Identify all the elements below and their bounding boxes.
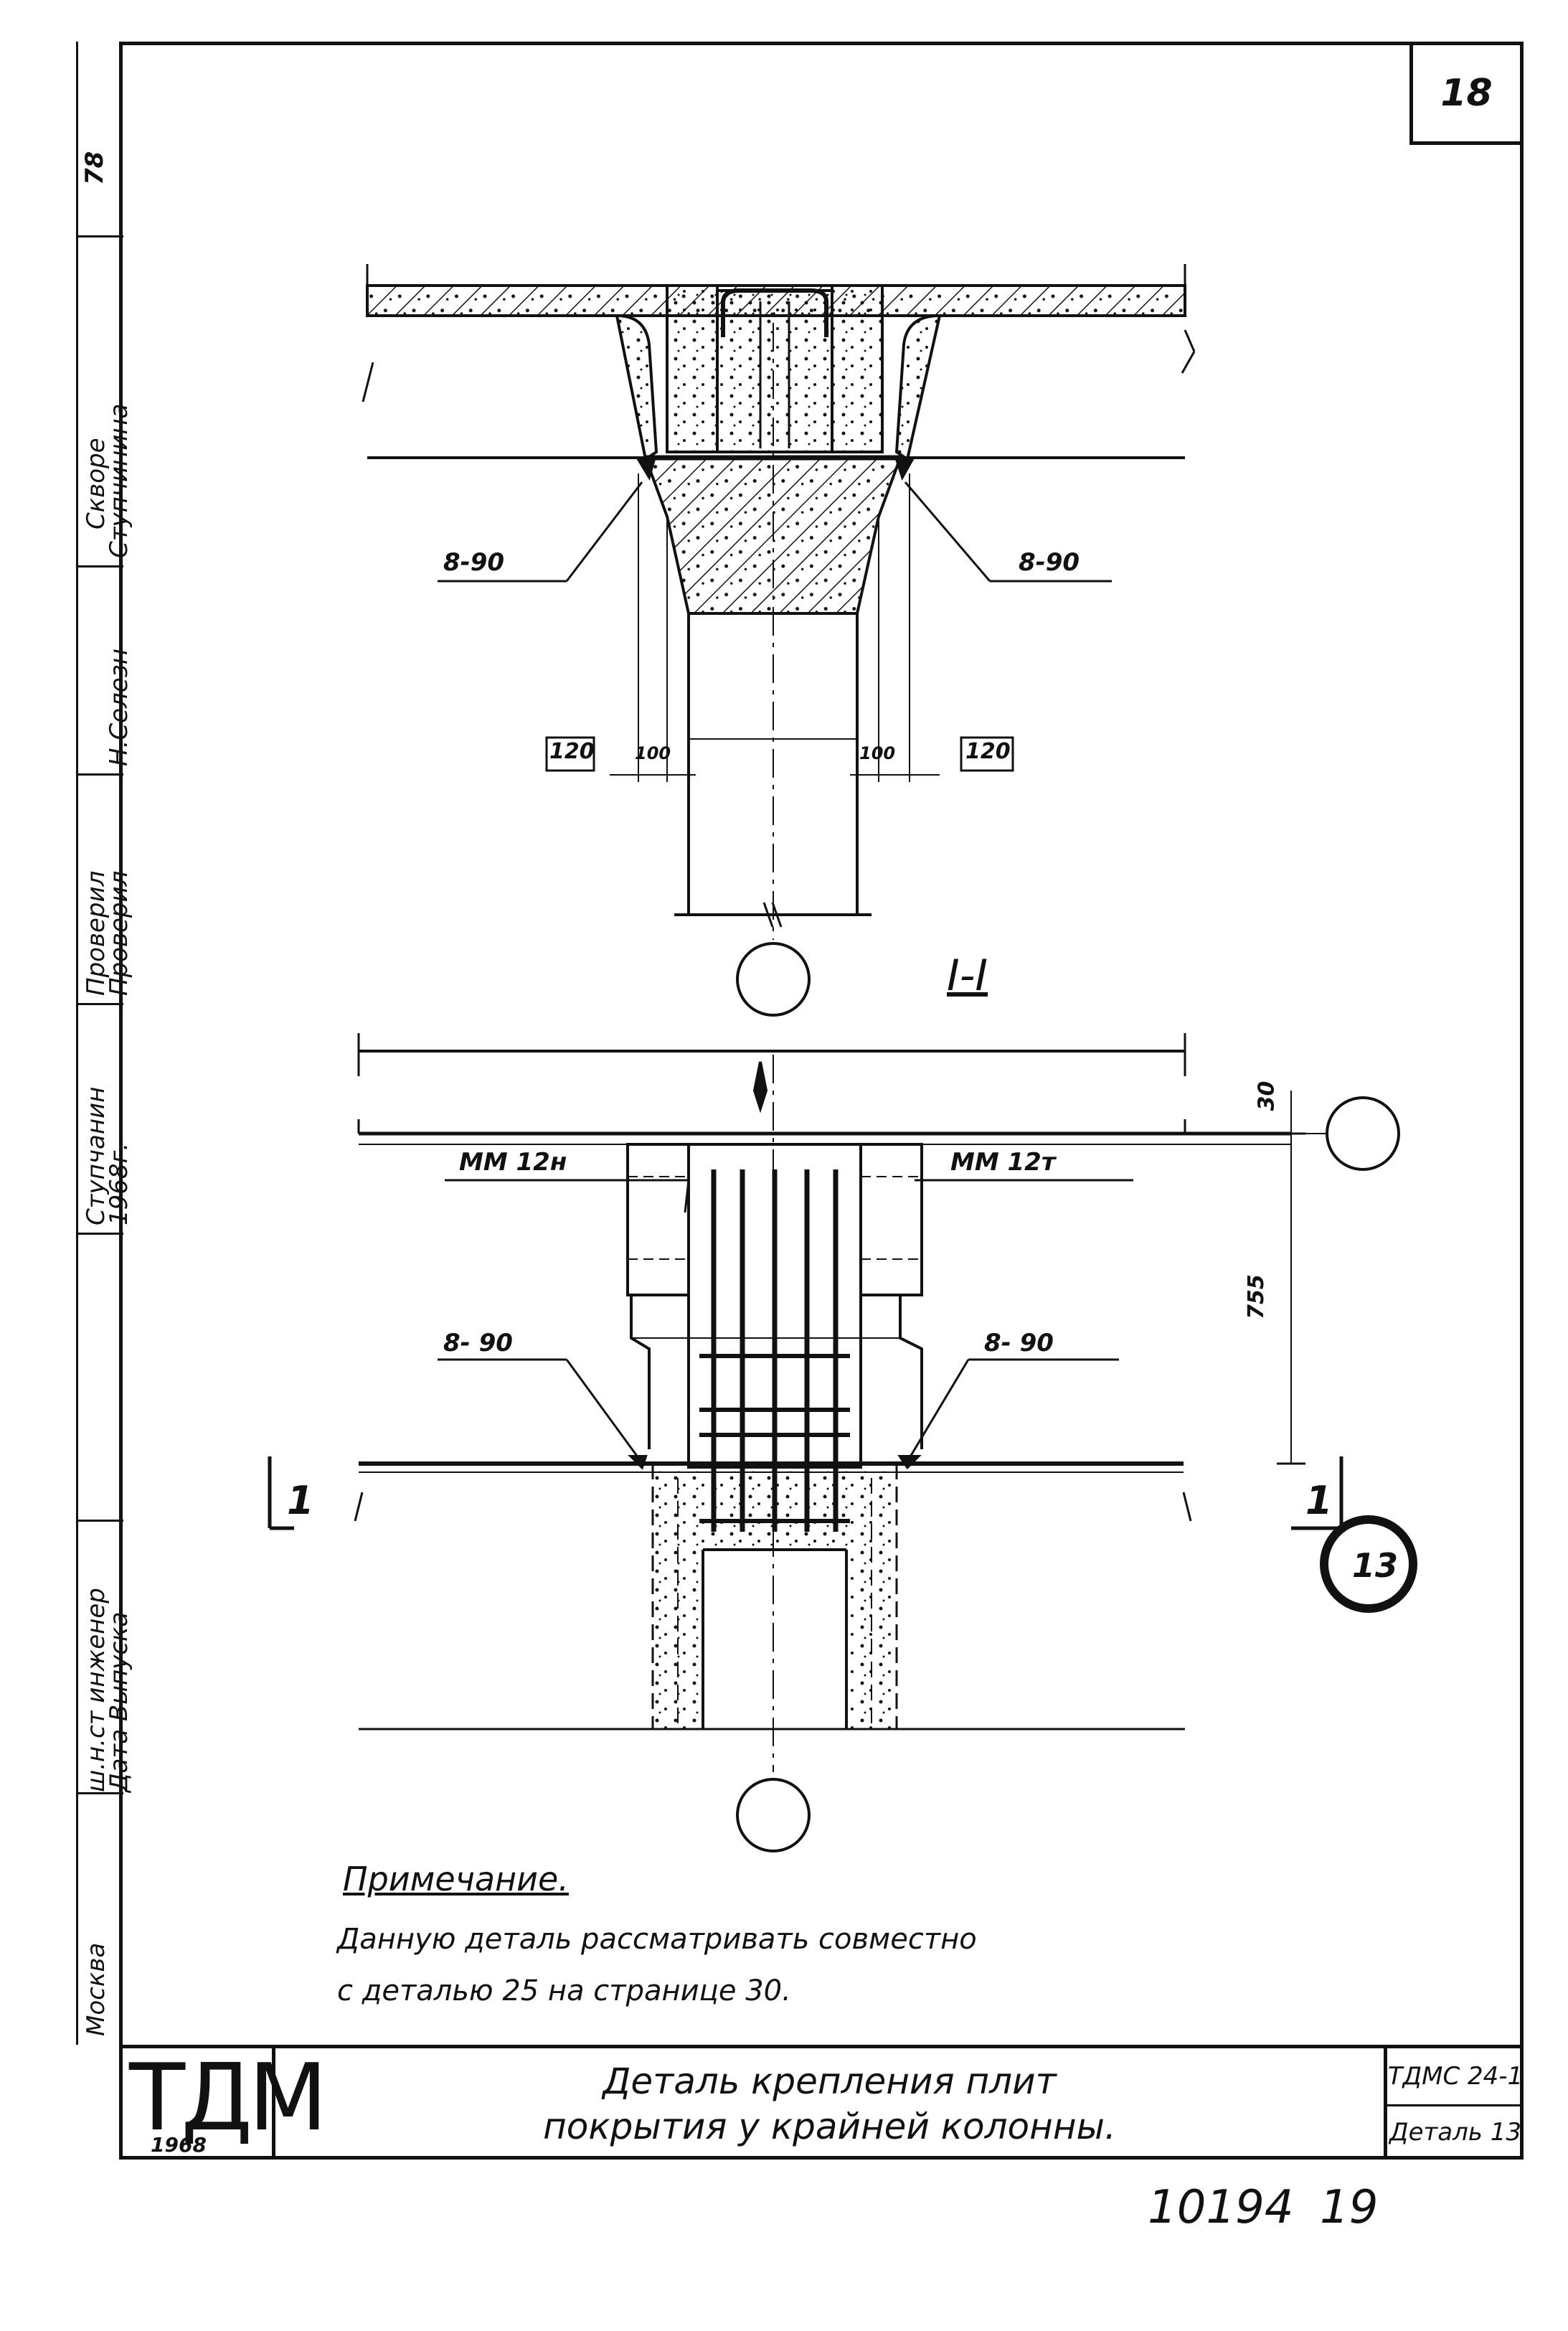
bottom-detail	[268, 1033, 1417, 1852]
mm-label-left: ММ 12н	[459, 1148, 567, 1177]
detail-code: Деталь 13	[1389, 2118, 1521, 2147]
mm-label-right: ММ 12т	[950, 1148, 1056, 1177]
title-line-2: покрытия у крайней колонны.	[543, 2105, 1116, 2147]
weld-label-top-left: 8-90	[443, 548, 505, 577]
note-line-2: с деталью 25 на странице 30.	[337, 1974, 791, 2007]
page-number: 19	[1320, 2181, 1379, 2234]
logo: ТДМ	[129, 2045, 328, 2152]
dim-100-left: 100	[635, 743, 671, 763]
title-block: ТДМ 1968 Деталь крепления плит покрытия …	[119, 2045, 1524, 2160]
weld-label-bottom-left: 8- 90	[443, 1329, 513, 1357]
logo-year: 1968	[151, 2133, 207, 2157]
dim-30: 30	[1254, 1080, 1280, 1111]
weld-label-top-right: 8-90	[1019, 548, 1080, 577]
archive-number: 10194	[1148, 2181, 1294, 2234]
note-heading: Примечание.	[343, 1860, 569, 1898]
title-line-1: Деталь крепления плит	[603, 2061, 1057, 2102]
doc-code: ТДМС 24-1	[1387, 2048, 1524, 2106]
code-cell: ТДМС 24-1 Деталь 13	[1387, 2048, 1524, 2160]
dim-755: 755	[1243, 1274, 1269, 1319]
detail-number: 13	[1352, 1546, 1399, 1585]
weld-label-bottom-right: 8- 90	[984, 1329, 1054, 1357]
note-line-1: Данную деталь рассматривать совместно	[337, 1923, 977, 1956]
section-mark-right: 1	[1305, 1478, 1333, 1523]
signature-strip: 78 Скворе Ступчинина Проверил Проверил Н…	[76, 42, 133, 2160]
logo-cell: ТДМ 1968	[119, 2048, 328, 2160]
dim-120-left: 120	[549, 739, 595, 764]
drawing-frame	[119, 42, 1524, 2160]
section-mark-left: 1	[287, 1478, 314, 1523]
top-detail	[362, 264, 1196, 1017]
dim-120-right: 120	[965, 739, 1011, 764]
dim-100-right: 100	[859, 743, 896, 763]
title-cell: Деталь крепления плит покрытия у крайней…	[275, 2048, 1387, 2160]
section-title: I-I	[947, 951, 988, 1001]
sheet-number: 18	[1409, 42, 1524, 145]
